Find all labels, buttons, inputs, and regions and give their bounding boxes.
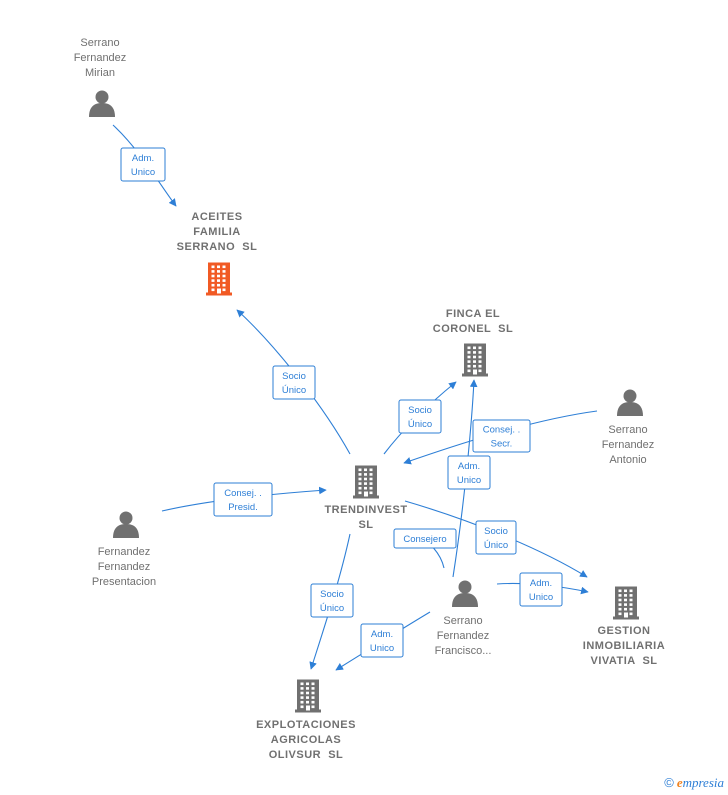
person-icon bbox=[89, 90, 115, 117]
node-label-line: Serrano bbox=[80, 37, 119, 49]
node-label-line: AGRICOLAS bbox=[271, 734, 342, 746]
edge-label-line: Unico bbox=[529, 592, 553, 603]
empresia-watermark: ©empresia bbox=[664, 775, 724, 790]
building-icon bbox=[462, 343, 488, 377]
node-label-line: Antonio bbox=[609, 454, 646, 466]
node-aceites-familia-serrano[interactable]: ACEITES FAMILIA SERRANO SL bbox=[177, 211, 258, 296]
node-label-line: Serrano bbox=[608, 424, 647, 436]
edge-label-line: Socio bbox=[282, 371, 306, 382]
edge-label[interactable]: Consej. . Presid. bbox=[213, 482, 273, 517]
node-label-line: SL bbox=[358, 519, 373, 531]
edge-label-line: Unico bbox=[457, 475, 481, 486]
edge-mirian-aceites[interactable]: Adm. Unico bbox=[112, 124, 177, 207]
edge-label-line: Consej. . bbox=[483, 425, 521, 436]
edge-francisco-explotaciones[interactable]: Adm. Unico bbox=[335, 611, 431, 671]
edge-label-line: Adm. bbox=[132, 153, 154, 164]
node-label-line: TRENDINVEST bbox=[324, 504, 407, 516]
edge-label-line: Unico bbox=[131, 167, 155, 178]
edge-label[interactable]: Consejero bbox=[393, 528, 457, 549]
edge-label-line: Único bbox=[282, 385, 306, 396]
edge-label[interactable]: Consej. . Secr. bbox=[472, 419, 531, 453]
node-label-line: Fernandez bbox=[98, 546, 151, 558]
edge-label-line: Unico bbox=[370, 643, 394, 654]
node-label-line: Fernandez bbox=[602, 439, 655, 451]
copyright-icon: © bbox=[664, 775, 674, 790]
edge-presentacion-trendinvest[interactable]: Consej. . Presid. bbox=[161, 482, 327, 517]
person-icon bbox=[452, 580, 478, 607]
node-gestion-inmobiliaria-vivatia[interactable]: GESTION INMOBILIARIA VIVATIA SL bbox=[583, 586, 665, 668]
edge-antonio-trendinvest[interactable]: Consej. . Secr. bbox=[403, 410, 598, 465]
edge-label[interactable]: Adm. Unico bbox=[447, 455, 491, 490]
edge-label-line: Secr. bbox=[491, 439, 513, 450]
edge-label[interactable]: Adm. Unico bbox=[360, 623, 404, 658]
edge-label-line: Adm. bbox=[530, 578, 552, 589]
edge-label-line: Único bbox=[320, 603, 344, 614]
edge-label[interactable]: Adm. Unico bbox=[519, 572, 563, 607]
edge-label-line: Socio bbox=[320, 589, 344, 600]
node-label-line: Fernandez bbox=[98, 561, 151, 573]
node-label-line: Serrano bbox=[443, 615, 482, 627]
node-label-line: SERRANO SL bbox=[177, 241, 258, 253]
node-label-line: Mirian bbox=[85, 67, 115, 79]
node-trendinvest[interactable]: TRENDINVEST SL bbox=[324, 465, 407, 532]
building-icon bbox=[353, 465, 379, 499]
building-icon bbox=[295, 679, 321, 713]
node-label-line: EXPLOTACIONES bbox=[256, 719, 356, 731]
edge-francisco-finca[interactable]: Adm. Unico bbox=[447, 379, 491, 578]
edge-label-line: Socio bbox=[408, 405, 432, 416]
edge-label-line: Consej. . bbox=[224, 488, 262, 499]
edge-francisco-gestion[interactable]: Adm. Unico bbox=[496, 572, 589, 607]
edge-label[interactable]: Adm. Unico bbox=[120, 147, 166, 182]
building-icon bbox=[206, 262, 232, 296]
node-explotaciones-agricolas-olivsur[interactable]: EXPLOTACIONES AGRICOLAS OLIVSUR SL bbox=[256, 679, 356, 762]
node-label-line: FAMILIA bbox=[193, 226, 241, 238]
node-finca-el-coronel[interactable]: FINCA EL CORONEL SL bbox=[433, 308, 513, 377]
edge-label-line: Único bbox=[408, 419, 432, 430]
node-label-line: ACEITES bbox=[191, 211, 242, 223]
node-serrano-fernandez-francisco[interactable]: SerranoFernandezFrancisco... bbox=[435, 580, 492, 658]
edge-label-line: Adm. bbox=[371, 629, 393, 640]
edge-label-line: Consejero bbox=[403, 534, 446, 545]
node-label-line: Fernandez bbox=[74, 52, 127, 64]
person-icon bbox=[113, 511, 139, 538]
edge-label-line: Adm. bbox=[458, 461, 480, 472]
node-label-line: GESTION bbox=[597, 625, 650, 637]
node-label-line: Francisco... bbox=[435, 645, 492, 657]
node-label-line: Presentacion bbox=[92, 576, 156, 588]
node-label-line: VIVATIA SL bbox=[590, 655, 657, 667]
edge-label-line: Único bbox=[484, 540, 508, 551]
node-label-line: OLIVSUR SL bbox=[269, 749, 344, 761]
node-label-line: CORONEL SL bbox=[433, 323, 513, 335]
node-label-line: INMOBILIARIA bbox=[583, 640, 665, 652]
node-label-line: FINCA EL bbox=[446, 308, 500, 320]
edge-label-line: Presid. bbox=[228, 502, 258, 513]
edge-francisco-trendinvest[interactable]: Consejero bbox=[393, 528, 457, 569]
person-icon bbox=[617, 389, 643, 416]
building-icon bbox=[613, 586, 639, 620]
edge-label-line: Socio bbox=[484, 526, 508, 537]
node-label-line: Fernandez bbox=[437, 630, 490, 642]
